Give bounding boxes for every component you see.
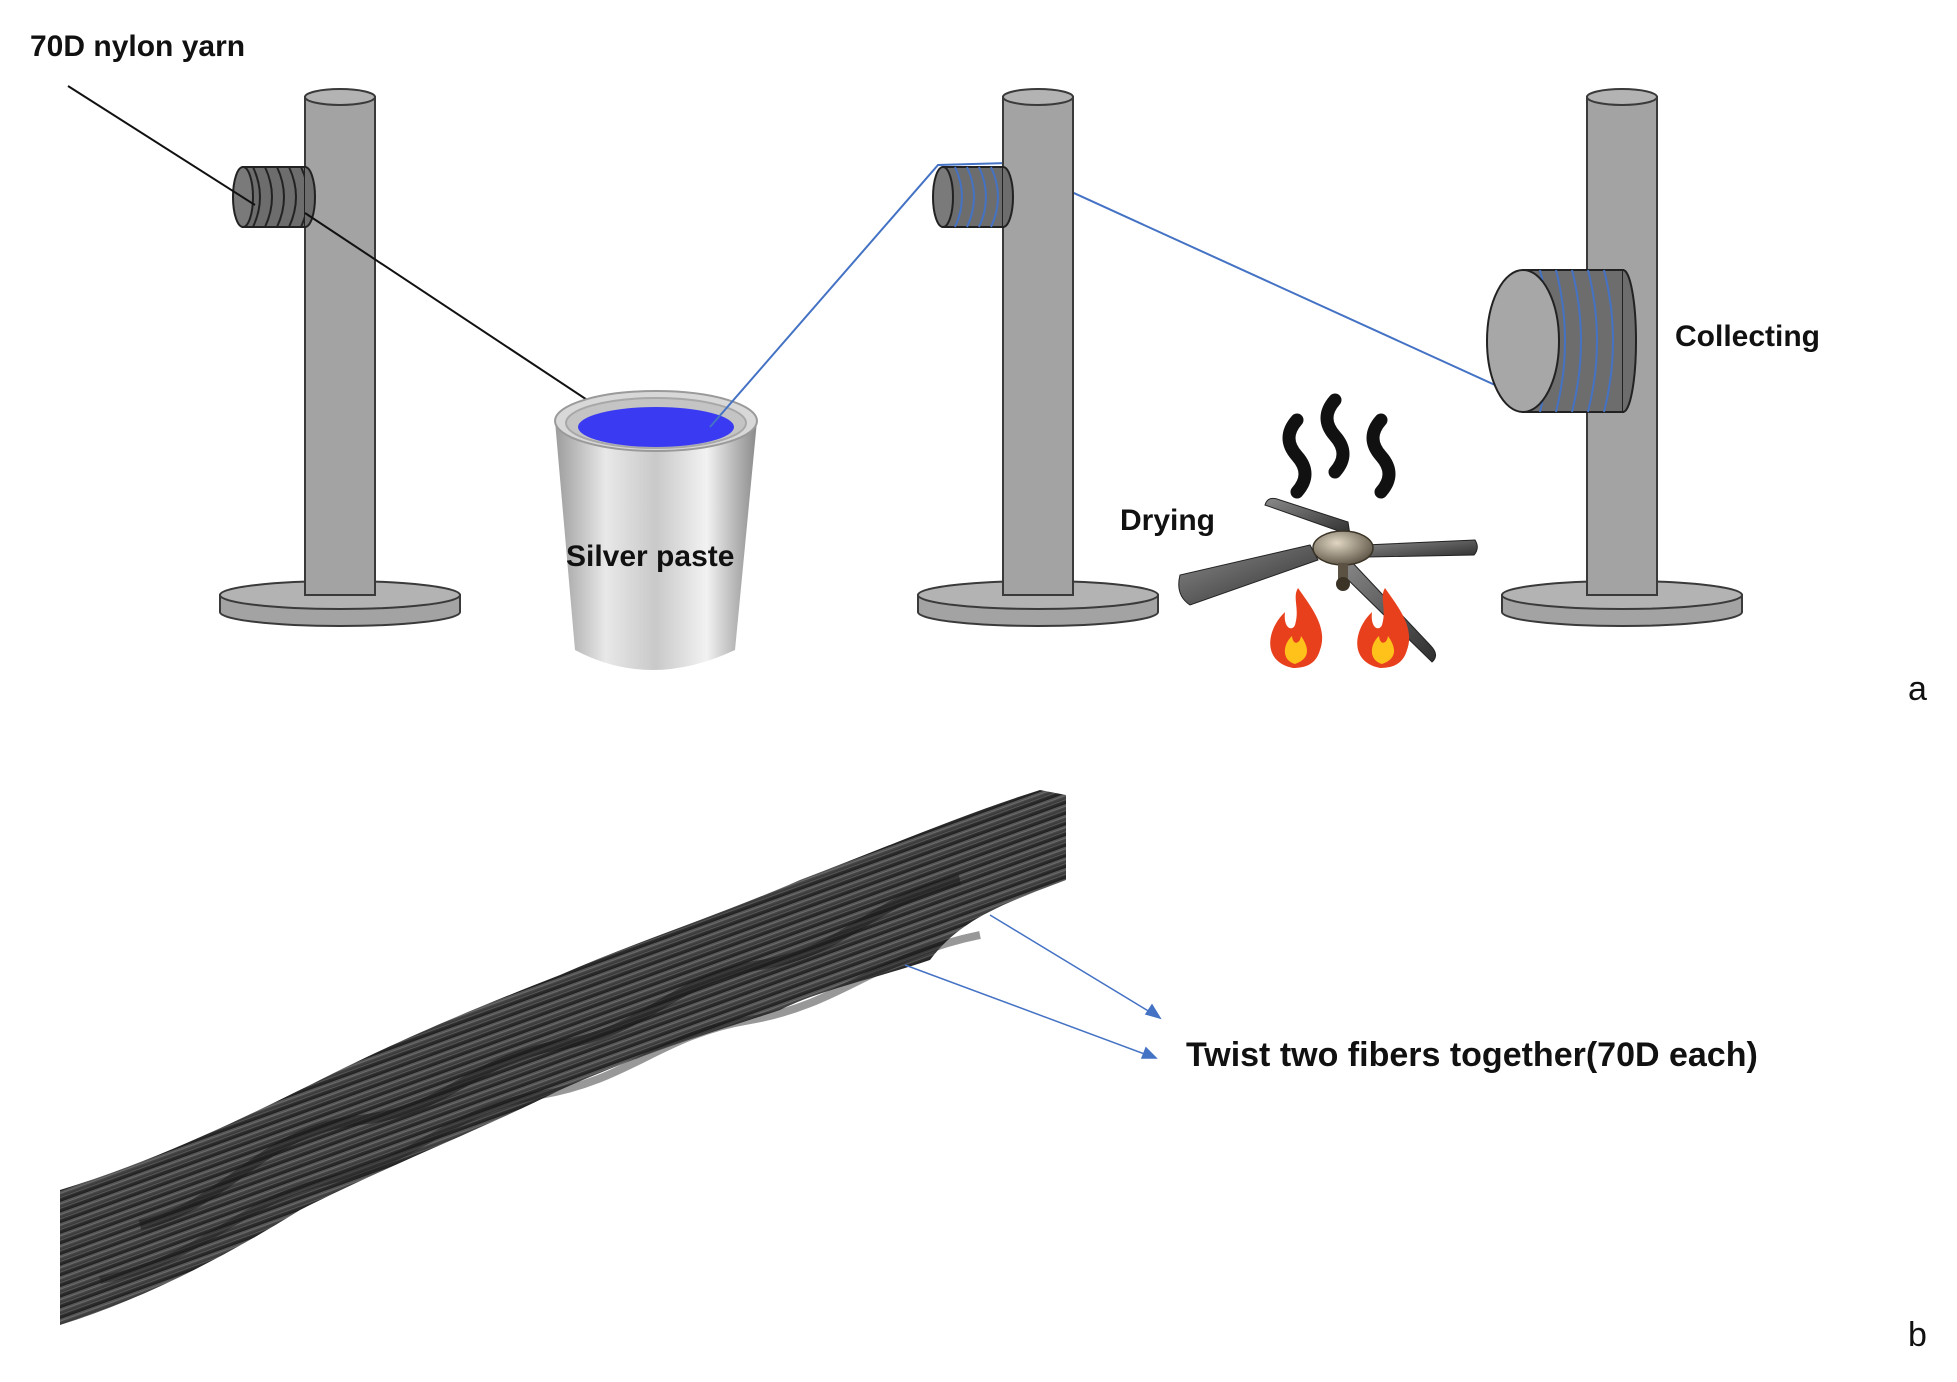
panel-b-label: b — [1908, 1316, 1927, 1354]
guide-stand — [917, 88, 1159, 627]
flame-icon — [1270, 588, 1323, 668]
coated-yarn — [709, 161, 1496, 428]
uncoated-yarn — [304, 212, 629, 428]
twist-callout-arrows — [904, 914, 1162, 1059]
silver-paste-can — [554, 390, 758, 670]
drying-label: Drying — [1120, 504, 1215, 537]
feed-spool — [232, 166, 316, 228]
yarn-label: 70D nylon yarn — [30, 30, 245, 63]
twisted-yarn-image — [60, 790, 1066, 1325]
silver-paste-surface — [578, 407, 734, 447]
steam-icon — [1282, 393, 1396, 499]
silver-paste-label: Silver paste — [566, 540, 734, 573]
twist-label: Twist two fibers together(70D each) — [1186, 1036, 1758, 1074]
collector-spool — [1486, 269, 1637, 413]
flame-icon — [1357, 588, 1410, 668]
panel-a-label: a — [1908, 670, 1927, 708]
yarn-label-leader — [67, 85, 256, 206]
guide-spool — [932, 166, 1014, 228]
collecting-label: Collecting — [1675, 320, 1820, 353]
feed-stand — [219, 88, 461, 627]
fan-icon — [1178, 497, 1478, 663]
